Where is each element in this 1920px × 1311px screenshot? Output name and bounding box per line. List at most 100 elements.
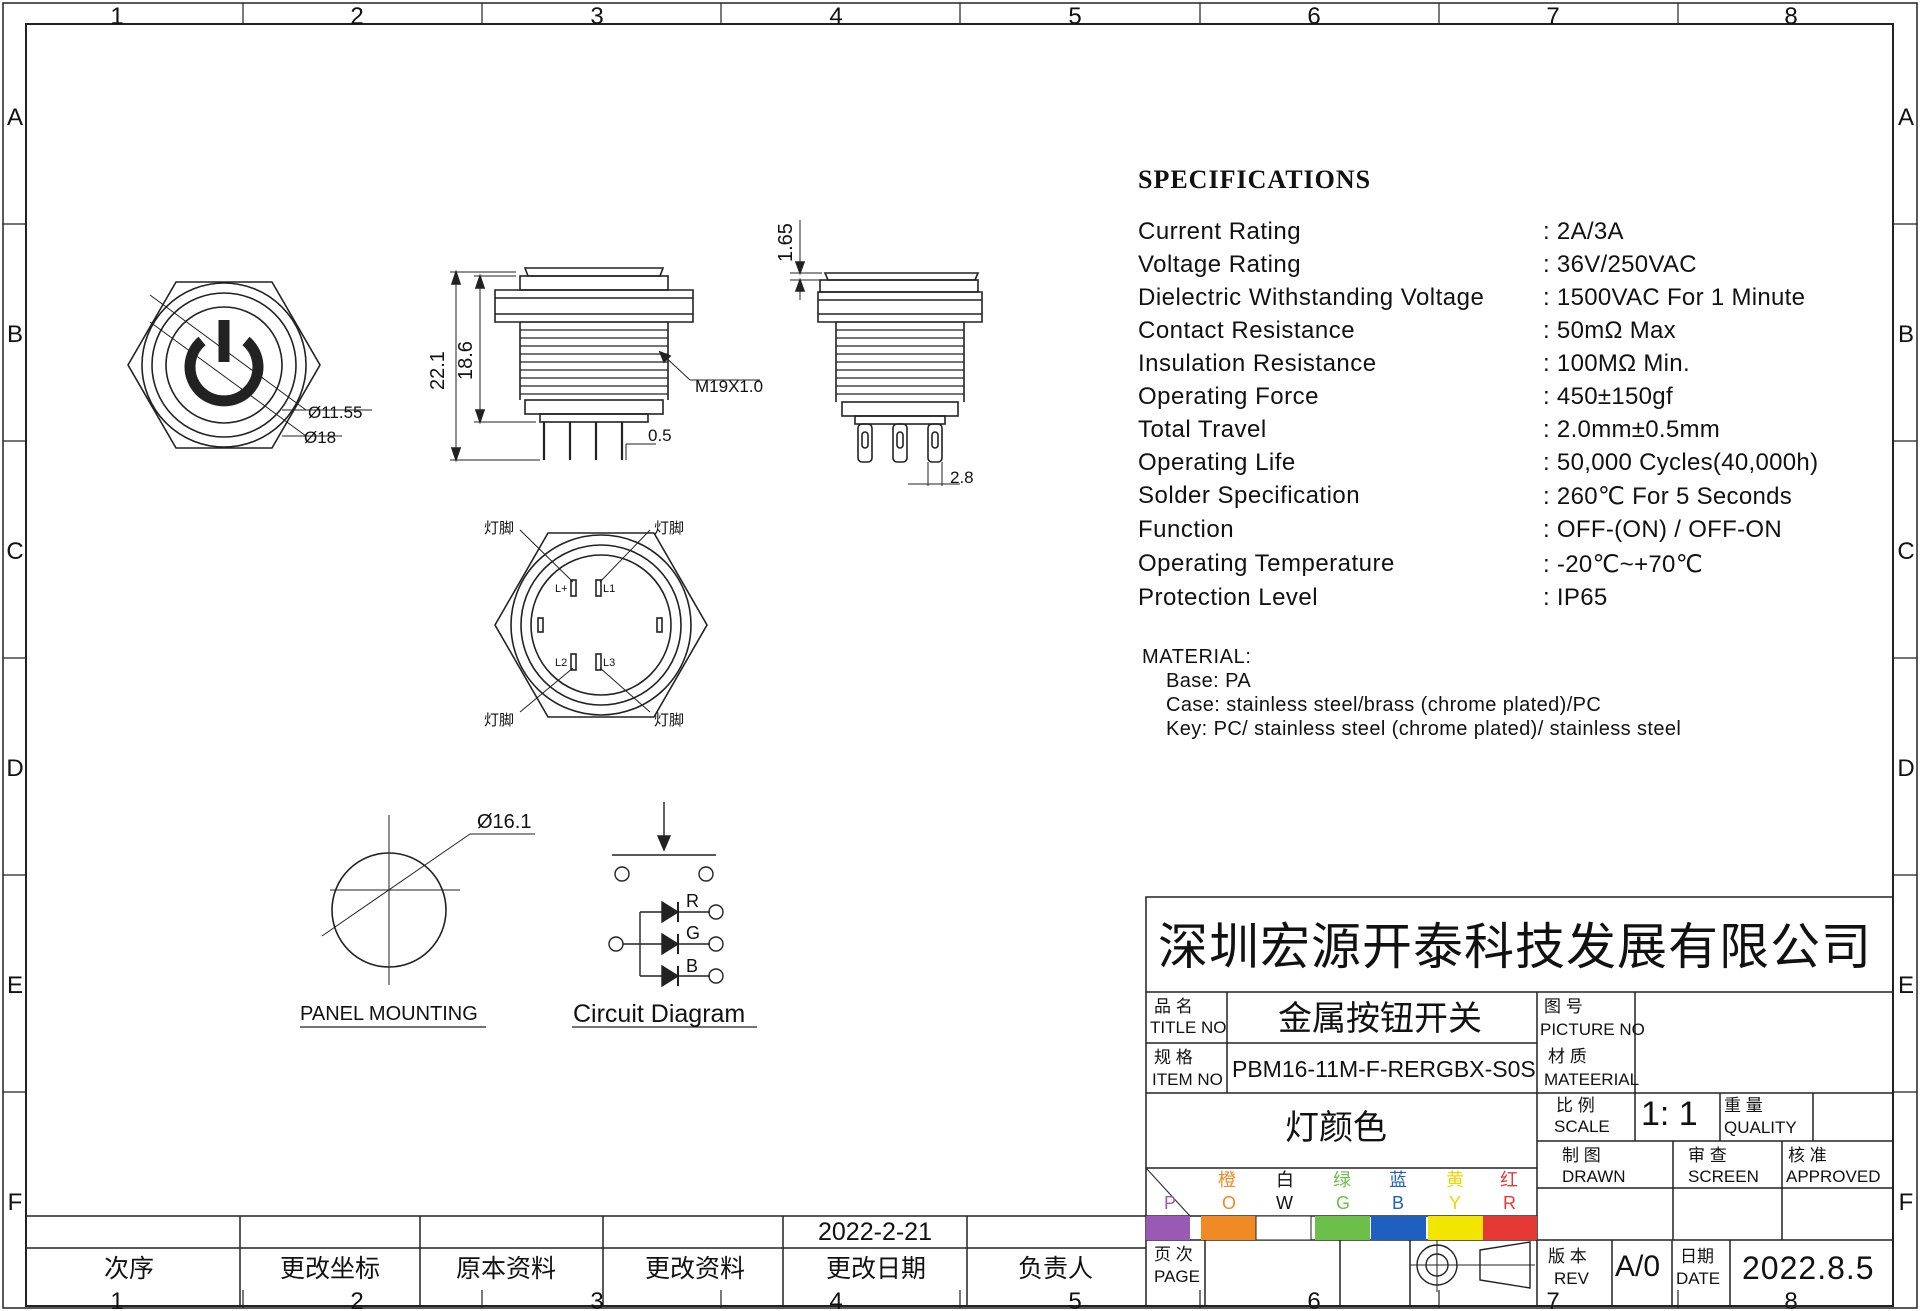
color-code: G [1336,1193,1351,1213]
revision-header: 更改日期 [826,1255,927,1283]
col-label: 5 [1068,3,1081,30]
scale-label-en: SCALE [1554,1117,1610,1136]
spec-name: Function [1138,516,1235,543]
spec-name: Solder Specification [1138,482,1361,509]
pin-label: 灯脚 [484,520,514,537]
spec-name: Current Rating [1138,218,1302,245]
dim-pin-width: 0.5 [648,426,672,445]
scale-value: 1: 1 [1641,1095,1698,1133]
dim-panel-hole: Ø16.1 [477,811,531,833]
col-label: 7 [1546,3,1559,30]
col-label: 8 [1784,1288,1797,1311]
date-label-cn: 日期 [1680,1247,1714,1266]
item-value: PBM16-11M-F-RERGBX-S0S [1232,1056,1536,1082]
rev-value: A/0 [1615,1250,1661,1283]
pin-l1: L1 [603,583,615,595]
color-cn: 红 [1500,1170,1518,1190]
color-swatch [1255,1215,1312,1241]
dim-total-height: 22.1 [427,351,449,390]
row-label: D [6,755,23,782]
screen-label-en: SCREEN [1688,1167,1759,1186]
color-cn: 黄 [1446,1170,1464,1190]
row-label: F [8,1189,23,1216]
revision-header: 次序 [104,1255,155,1283]
quality-label-cn: 重 量 [1724,1096,1763,1115]
revision-header: 更改坐标 [280,1255,381,1283]
material-key: Key: PC/ stainless steel (chrome plated)… [1166,718,1682,740]
color-code: W [1276,1193,1293,1213]
spec-value: : 50,000 Cycles(40,000h) [1543,449,1819,476]
col-label: 1 [110,3,123,30]
spec-value: : OFF-(ON) / OFF-ON [1543,516,1782,543]
spec-name: Insulation Resistance [1138,350,1377,377]
quality-label-en: QUALITY [1724,1118,1797,1137]
title-value: 金属按钮开关 [1278,1000,1482,1038]
circuit-caption: Circuit Diagram [573,1000,745,1028]
col-label: 2 [350,3,363,30]
pin-label: 灯脚 [484,712,514,729]
color-code: Y [1449,1193,1462,1213]
col-label: 4 [829,3,842,30]
spec-name: Operating Life [1138,449,1296,476]
revision-date: 2022-2-21 [818,1218,932,1246]
spec-name: Protection Level [1138,584,1319,611]
page-label-cn: 页 次 [1154,1245,1193,1264]
color-cn: 蓝 [1389,1170,1407,1190]
dim-thread: M19X1.0 [695,377,763,396]
color-swatches [1146,1215,1537,1241]
row-label: F [1899,1189,1914,1216]
col-label: 1 [110,1288,123,1311]
color-code: B [1392,1193,1405,1213]
spec-name: Total Travel [1138,416,1267,443]
revision-block [26,1215,1146,1306]
pin-l3: L3 [603,657,615,669]
side-view-2 [790,220,983,486]
drawn-label-en: DRAWN [1562,1167,1626,1186]
spec-value: : 50mΩ Max [1543,317,1676,344]
spec-value: : 2A/3A [1543,218,1624,245]
color-swatch [1315,1216,1370,1240]
spec-value: : -20℃~+70℃ [1543,551,1703,578]
color-cn: 绿 [1333,1170,1351,1190]
row-label: C [6,538,23,565]
col-label: 3 [590,3,603,30]
picture-label-cn: 图 号 [1544,997,1583,1016]
spec-value: : 260℃ For 5 Seconds [1543,483,1793,510]
color-swatch [1483,1216,1537,1240]
picture-label-en: PICTURE NO [1540,1020,1645,1039]
row-label: A [7,104,23,131]
bottom-view [494,529,708,718]
color-code: O [1222,1193,1237,1213]
col-label: 6 [1307,1288,1320,1311]
dim-body-height: 18.6 [455,341,477,380]
color-swatch [1201,1216,1256,1240]
pin-label: 灯脚 [654,520,684,537]
approved-label-cn: 核 准 [1788,1146,1827,1165]
row-label: C [1897,538,1914,565]
page-label-en: PAGE [1154,1267,1200,1286]
material-heading: MATERIAL: [1142,646,1252,668]
circuit-label-r: R [686,891,699,911]
color-cn: 橙 [1218,1170,1236,1190]
panel-mounting [300,815,535,1028]
circuit-label-b: B [686,956,698,976]
pin-l2: L2 [555,657,567,669]
spec-name: Contact Resistance [1138,317,1356,344]
col-label: 7 [1546,1288,1559,1311]
dim-terminal-width: 2.8 [950,468,974,487]
color-swatch [1146,1216,1190,1240]
col-label: 2 [350,1288,363,1311]
screen-label-cn: 审 查 [1688,1146,1727,1165]
color-swatch [1428,1216,1483,1240]
side-view [450,267,760,463]
col-label: 5 [1068,1288,1081,1311]
front-view [127,281,372,449]
material-label-cn: 材 质 [1548,1047,1587,1066]
drawn-label-cn: 制 图 [1562,1146,1601,1165]
color-swatch [1371,1216,1426,1240]
spec-name: Dielectric Withstanding Voltage [1138,284,1485,311]
revision-header: 负责人 [1018,1255,1094,1283]
panel-caption: PANEL MOUNTING [300,1003,478,1025]
row-label: B [1898,321,1914,348]
col-label: 8 [1784,3,1797,30]
